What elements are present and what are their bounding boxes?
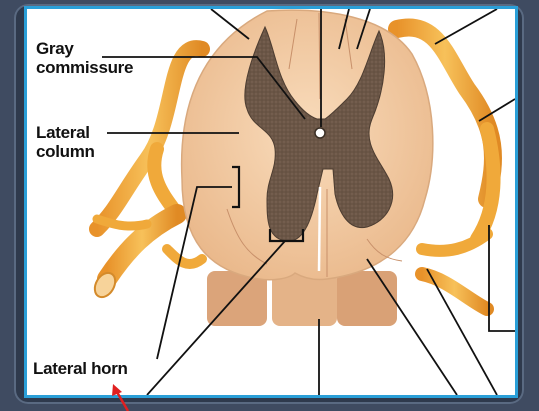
slide-frame: Gray commissure Lateral column Lateral h… <box>0 0 539 411</box>
pointer-arrow <box>0 0 539 411</box>
